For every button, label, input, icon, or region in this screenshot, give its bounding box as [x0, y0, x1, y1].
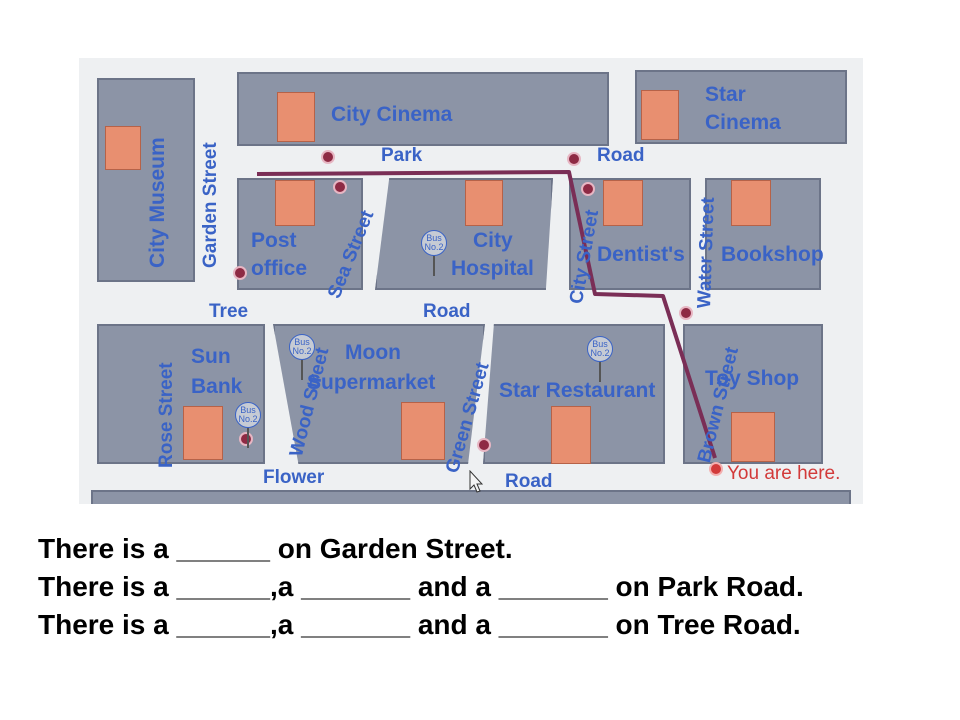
question-1: There is a ______ on Garden Street.: [38, 533, 513, 564]
label-post-office-1: Post: [251, 229, 297, 252]
marker-icon: [581, 182, 595, 196]
building-city-hospital: [465, 180, 503, 226]
label-city-cinema: City Cinema: [331, 103, 453, 126]
question-3: There is a ______,a _______ and a ______…: [38, 609, 801, 640]
label-flower-road: Road: [505, 471, 553, 492]
block-sun-bank: [97, 324, 265, 464]
route-line: [256, 170, 717, 459]
building-sun-bank: [183, 406, 223, 460]
building-bookshop: [731, 180, 771, 226]
building-star-restaurant: [551, 406, 591, 464]
label-city-hospital-1: City: [473, 229, 513, 252]
marker-icon: [679, 306, 693, 320]
label-flower: Flower: [263, 467, 325, 488]
block-post-office: [237, 178, 363, 290]
label-tree-road: Road: [423, 301, 471, 322]
label-moon-supermarket-1: Moon: [345, 341, 401, 364]
label-sun-bank-1: Sun: [191, 345, 231, 368]
block-city-museum: [97, 78, 195, 282]
building-moon-supermarket: [401, 402, 445, 460]
marker-icon: [239, 432, 253, 446]
label-star-cinema-2: Cinema: [705, 111, 781, 134]
building-star-cinema: [641, 90, 679, 140]
question-list: There is a ______ on Garden Street. Ther…: [38, 530, 804, 644]
label-water-street: Water Street: [694, 196, 719, 309]
label-park: Park: [381, 145, 423, 166]
building-dentists: [603, 180, 643, 226]
block-bottom: [91, 490, 851, 504]
label-bookshop: Bookshop: [721, 243, 824, 266]
label-garden-street: Garden Street: [200, 142, 221, 268]
you-are-here-label: You are here.: [727, 463, 841, 484]
label-post-office-2: office: [251, 257, 308, 280]
label-tree: Tree: [209, 301, 249, 322]
label-sun-bank-2: Bank: [191, 375, 243, 398]
marker-icon: [477, 438, 491, 452]
label-city-museum: City Museum: [146, 137, 169, 268]
cursor-icon: [469, 470, 483, 493]
marker-icon: [321, 150, 335, 164]
you-are-here-dot: [709, 462, 723, 476]
building-city-museum: [105, 126, 141, 170]
label-moon-supermarket-2: Supermarket: [307, 371, 436, 394]
building-post-office: [275, 180, 315, 226]
building-toy-shop: [731, 412, 775, 462]
label-city-hospital-2: Hospital: [451, 257, 534, 280]
label-star-restaurant: Star Restaurant: [499, 379, 656, 402]
marker-icon: [233, 266, 247, 280]
label-dentists: Dentist's: [597, 243, 685, 266]
label-park-road: Road: [597, 145, 645, 166]
label-rose-street: Rose Street: [156, 362, 177, 468]
label-star-cinema-1: Star: [705, 83, 746, 106]
marker-icon: [567, 152, 581, 166]
building-city-cinema: [277, 92, 315, 142]
question-2: There is a ______,a _______ and a ______…: [38, 571, 804, 602]
label-toy-shop: Toy Shop: [705, 367, 800, 390]
marker-icon: [333, 180, 347, 194]
